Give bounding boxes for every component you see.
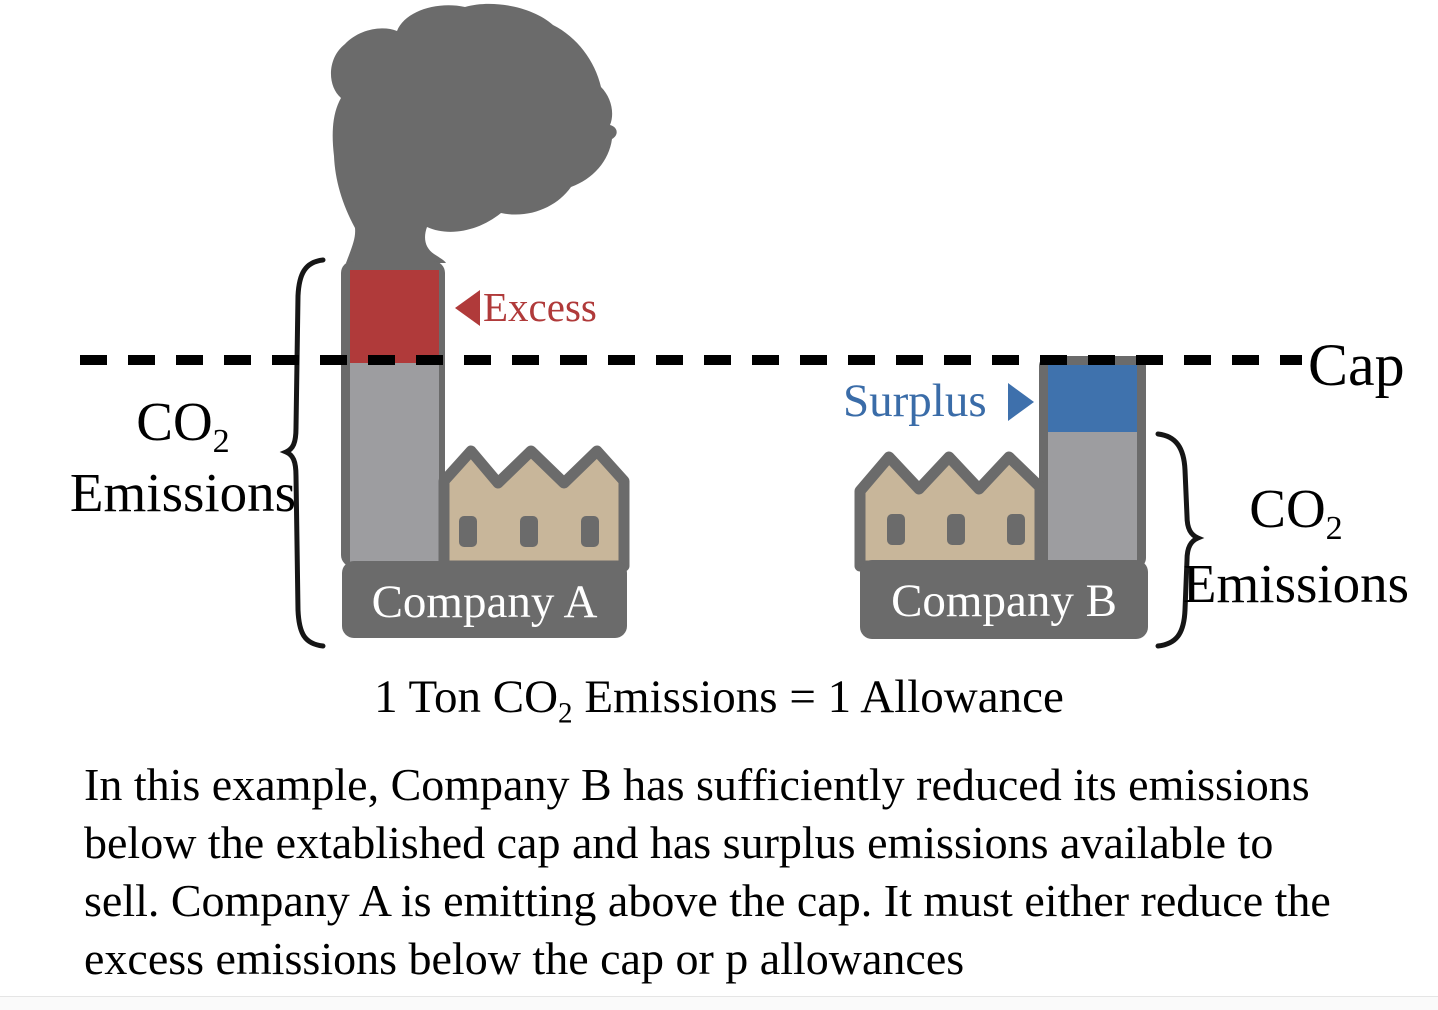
company-b-windows [887, 514, 1025, 545]
surplus-box [1048, 365, 1137, 432]
surplus-label: Surplus [843, 378, 1034, 425]
paragraph-line: In this example, Company B has sufficien… [84, 759, 1310, 810]
paragraph-line: below the extablished cap and has surplu… [84, 817, 1274, 868]
co2-line: CO2 [1249, 478, 1343, 547]
company-a-windows [459, 516, 599, 547]
emissions-line: Emissions [1182, 553, 1410, 614]
company-a-label: Company A [371, 575, 598, 628]
diagram-canvas [80, 3, 1302, 649]
paragraph-line: sell. Company A is emitting above the ca… [84, 875, 1331, 926]
equation-text: 1 Ton CO2 Emissions = 1 Allowance [374, 671, 1064, 730]
cap-label: Cap [1308, 332, 1405, 398]
excess-box [350, 270, 439, 363]
excess-left-arrow-icon [455, 289, 480, 326]
excess-label-text: Excess [483, 284, 597, 330]
company-b-factory [854, 356, 1148, 639]
surplus-right-arrow-icon [1007, 382, 1034, 421]
company-a-factory [341, 261, 630, 638]
co2-line: CO2 [136, 391, 230, 460]
footer-strip [0, 996, 1438, 1010]
smoke-plume-icon [330, 3, 617, 264]
emissions-line: Emissions [69, 462, 297, 523]
company-b-label: Company B [891, 575, 1117, 627]
company-b-chimney-fill [1048, 432, 1137, 562]
co2-emissions-label-right: CO2 Emissions [1146, 481, 1438, 611]
co2-emissions-label-left: CO2 Emissions [33, 391, 333, 523]
company-a-building [438, 445, 630, 572]
company-a-chimney-fill [350, 363, 439, 563]
explanation-paragraph: In this example, Company B has sufficien… [84, 756, 1424, 988]
right-brace [1155, 431, 1205, 649]
company-b-building [854, 451, 1046, 572]
company-b-base [860, 560, 1148, 639]
company-a-base [342, 561, 627, 638]
surplus-label-text: Surplus [843, 375, 987, 427]
paragraph-line: excess emissions below the cap or p allo… [84, 933, 965, 984]
left-brace [279, 257, 326, 649]
excess-label: Excess [455, 287, 597, 328]
